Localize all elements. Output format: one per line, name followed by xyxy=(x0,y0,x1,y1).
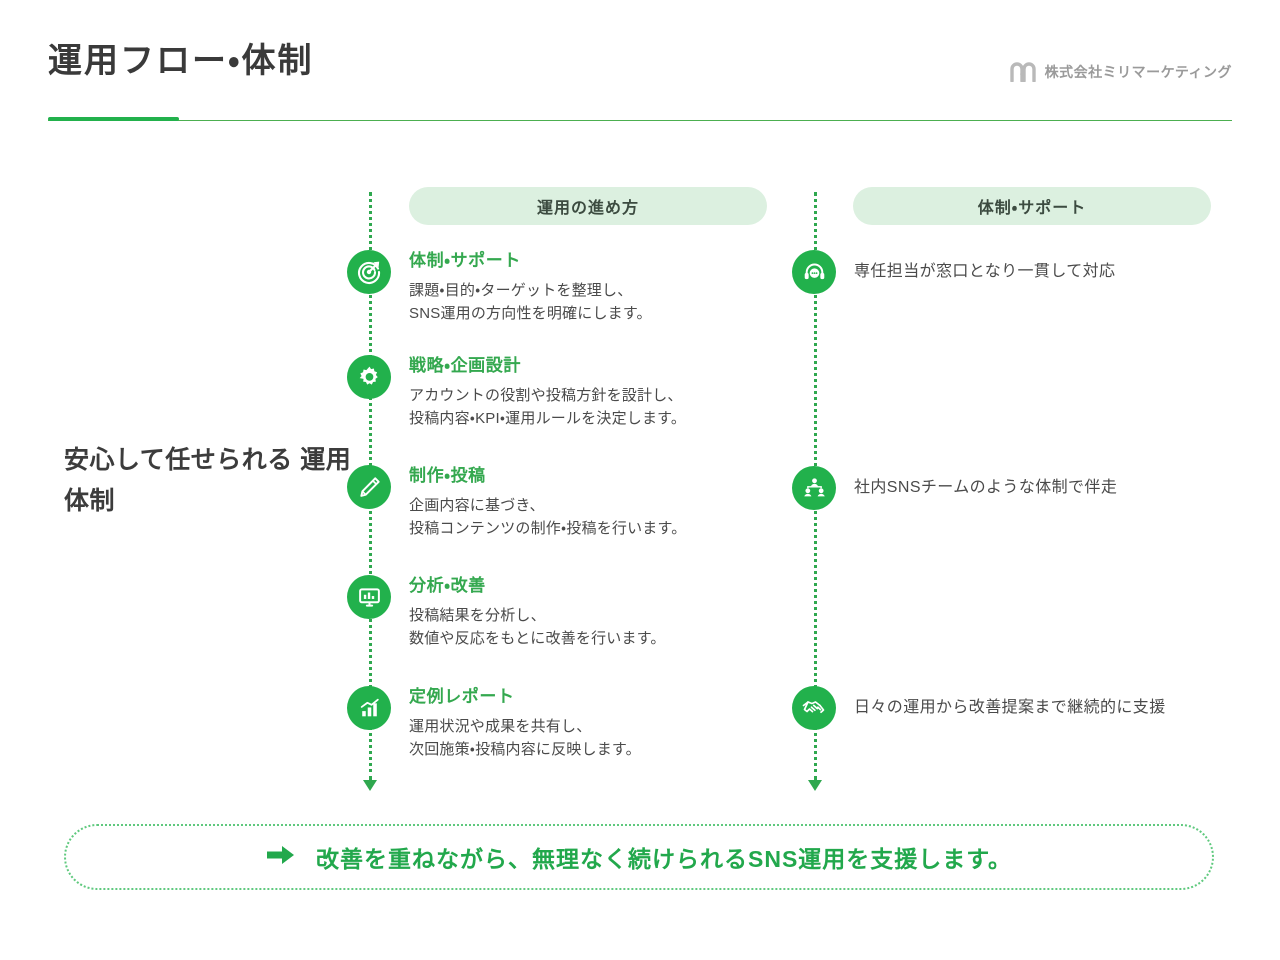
gear-icon xyxy=(347,355,391,399)
flow-step-4: 分析・改善 投稿結果を分析し、 数値や反応をもとに改善を行います。 xyxy=(347,575,777,651)
support-item-text: 社内SNSチームのような体制で伴走 xyxy=(854,478,1118,496)
support-item-2: 社内SNSチームのような体制で伴走 xyxy=(792,466,1222,510)
step-description: 企画内容に基づき、 投稿コンテンツの制作・投稿を行います。 xyxy=(409,497,687,538)
page-title: 運用フロー・体制 xyxy=(48,42,314,80)
flow-step-2: 戦略・企画設計 アカウントの役割や投稿方針を設計し、 投稿内容・KPI・運用ルー… xyxy=(347,355,777,431)
summary-banner-text: 改善を重ねながら、無理なく続けられるSNS運用を支援します。 xyxy=(316,846,1012,872)
column-header-flow: 運用の進め方 xyxy=(409,187,767,225)
brand-logo: 株式会社ミリマーケティング xyxy=(1009,62,1232,83)
title-rule-accent xyxy=(48,117,179,121)
support-item-1: 専任担当が窓口となり一貫して対応 xyxy=(792,250,1222,294)
step-title: 定例レポート xyxy=(409,687,515,706)
support-item-3: 日々の運用から改善提案まで継続的に支援 xyxy=(792,686,1222,730)
step-title: 体制・サポート xyxy=(409,251,521,270)
team-org-icon xyxy=(792,466,836,510)
title-rule xyxy=(48,120,1232,121)
step-description: 課題・目的・ターゲットを整理し、 SNS運用の方向性を明確にします。 xyxy=(409,282,652,323)
flow-step-1: 体制・サポート 課題・目的・ターゲットを整理し、 SNS運用の方向性を明確にしま… xyxy=(347,250,777,326)
step-title: 制作・投稿 xyxy=(409,466,486,485)
support-item-text: 専任担当が窓口となり一貫して対応 xyxy=(854,262,1116,280)
lead-copy: 安心して任せられる 運用体制 xyxy=(64,446,352,515)
column-header-support: 体制・サポート xyxy=(853,187,1211,225)
step-description: 投稿結果を分析し、 数値や反応をもとに改善を行います。 xyxy=(409,607,666,648)
slide-header: 運用フロー・体制 株式会社ミリマーケティング xyxy=(0,0,1280,128)
summary-banner: 改善を重ねながら、無理なく続けられるSNS運用を支援します。 xyxy=(64,824,1214,890)
headset-support-icon xyxy=(792,250,836,294)
step-description: アカウントの役割や投稿方針を設計し、 投稿内容・KPI・運用ルールを決定します。 xyxy=(409,387,687,428)
step-title: 戦略・企画設計 xyxy=(409,356,521,375)
flow-step-3: 制作・投稿 企画内容に基づき、 投稿コンテンツの制作・投稿を行います。 xyxy=(347,465,777,541)
step-title: 分析・改善 xyxy=(409,576,486,595)
support-connector-arrow xyxy=(808,780,822,791)
bar-chart-icon xyxy=(347,686,391,730)
arrow-right-icon xyxy=(266,843,296,872)
step-description: 運用状況や成果を共有し、 次回施策・投稿内容に反映します。 xyxy=(409,718,641,759)
pencil-icon xyxy=(347,465,391,509)
brand-name: 株式会社ミリマーケティング xyxy=(1044,64,1232,80)
milli-m-logo-icon xyxy=(1009,62,1036,83)
monitor-analytics-icon xyxy=(347,575,391,619)
flow-connector-arrow xyxy=(363,780,377,791)
handshake-icon xyxy=(792,686,836,730)
support-item-text: 日々の運用から改善提案まで継続的に支援 xyxy=(854,698,1166,716)
target-arrow-icon xyxy=(347,250,391,294)
flow-step-5: 定例レポート 運用状況や成果を共有し、 次回施策・投稿内容に反映します。 xyxy=(347,686,777,762)
